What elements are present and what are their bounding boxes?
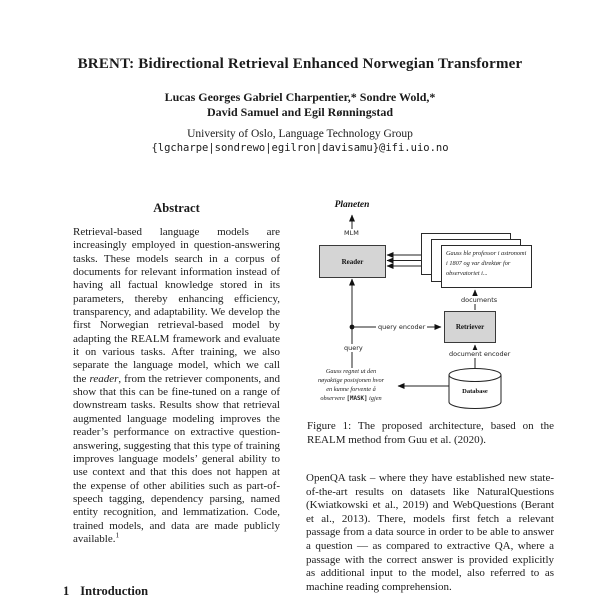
query-encoder-label: query encoder <box>376 323 428 331</box>
figure-1-diagram: Planeten MLM Reader Gauss ble professor … <box>306 196 556 414</box>
reader-box: Reader <box>319 245 386 278</box>
author-list: Lucas Georges Gabriel Charpentier,* Sond… <box>0 90 600 119</box>
figure-caption: Figure 1: The proposed architecture, bas… <box>307 420 554 446</box>
document-encoder-label: document encoder <box>447 350 513 358</box>
database-label: Database <box>462 388 488 395</box>
authors-line-1: Lucas Georges Gabriel Charpentier,* Sond… <box>164 90 436 104</box>
abstract-text-1: Retrieval-based language models are incr… <box>73 226 280 385</box>
abstract-body: Retrieval-based language models are incr… <box>73 226 280 546</box>
paper-title: BRENT: Bidirectional Retrieval Enhanced … <box>77 56 523 72</box>
right-column: Planeten MLM Reader Gauss ble professor … <box>306 196 554 600</box>
query-label: query <box>342 344 365 352</box>
document-box-front: Gauss ble professor i astronomi i 1807 o… <box>441 245 532 288</box>
body-paragraph: OpenQA task – where they have establishe… <box>306 472 554 593</box>
left-column: Abstract Retrieval-based language models… <box>57 196 290 600</box>
section-number: 1 <box>63 584 70 598</box>
abstract-reader-italic: reader <box>89 372 119 385</box>
abstract-block: Abstract Retrieval-based language models… <box>73 201 280 546</box>
email-line: {lgcharpe|sondrewo|egilron|davisamu}@ifi… <box>151 142 449 154</box>
abstract-heading: Abstract <box>153 201 200 215</box>
abstract-text-2: , from the retriever components, and sho… <box>73 372 280 545</box>
paper-header: BRENT: Bidirectional Retrieval Enhanced … <box>0 0 600 154</box>
diagram-connectors <box>349 214 502 409</box>
figure-output-word: Planeten <box>334 200 370 210</box>
mlm-label: MLM <box>342 229 361 237</box>
query-text-line2: nøyaktige posisjonen hvor <box>317 376 385 384</box>
query-text-line3: en kunne forvente å <box>326 385 376 393</box>
documents-label: documents <box>459 296 500 304</box>
query-text-line1: Gauss regnet ut den <box>325 368 377 375</box>
authors-line-2: David Samuel and Egil Rønningstad <box>206 104 394 119</box>
database-cylinder-icon <box>448 368 502 409</box>
section-heading-introduction: 1 Introduction <box>63 584 148 599</box>
reader-box-label: Reader <box>341 257 364 266</box>
mask-token: [MASK] <box>346 395 368 402</box>
affiliation: University of Oslo, Language Technology … <box>187 128 413 140</box>
retriever-box-label: Retriever <box>455 323 485 331</box>
query-text-block: Gauss regnet ut den nøyaktige posisjonen… <box>306 368 396 404</box>
section-title: Introduction <box>80 584 149 598</box>
query-text-line4: observere [MASK] igjen <box>320 394 382 402</box>
footnote-marker: 1 <box>115 530 120 540</box>
retriever-box: Retriever <box>444 311 496 343</box>
